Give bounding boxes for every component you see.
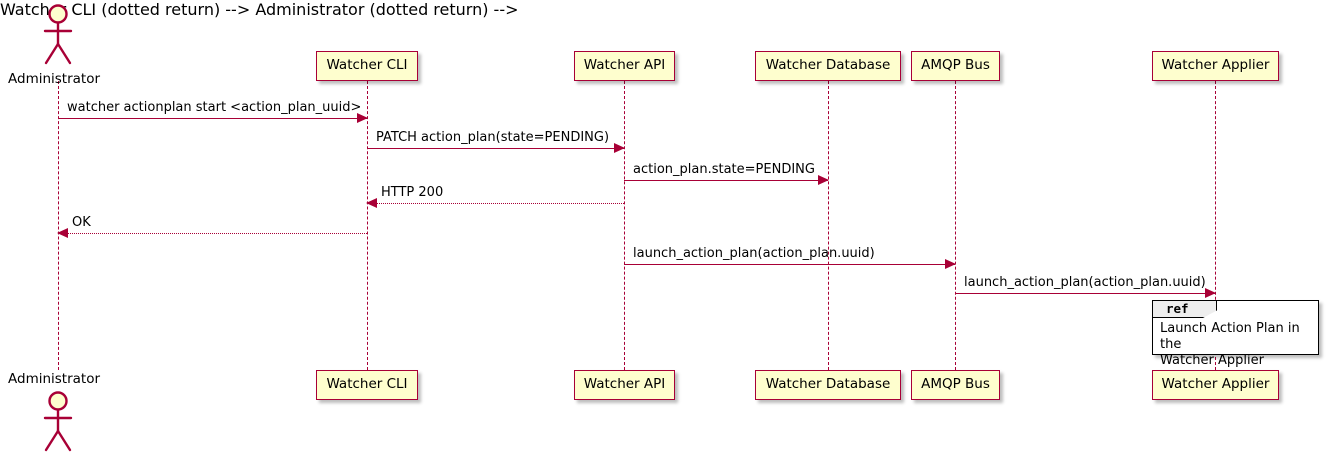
- message-label: action_plan.state=PENDING: [633, 162, 815, 177]
- message-line: [58, 118, 367, 119]
- participant-label: Watcher CLI: [326, 57, 408, 74]
- participant-watcher-database-top[interactable]: Watcher Database: [755, 51, 901, 81]
- participant-label: Watcher API: [583, 376, 666, 393]
- lifeline-watcher-applier: [1215, 81, 1216, 370]
- message-line: [58, 233, 367, 234]
- arrowhead-icon: [1205, 288, 1216, 298]
- actor-administrator-bottom[interactable]: [38, 390, 78, 452]
- message-line: [955, 293, 1215, 294]
- participant-label: Watcher Applier: [1161, 57, 1270, 74]
- lifeline-administrator: [58, 81, 59, 370]
- message-label: PATCH action_plan(state=PENDING): [376, 130, 610, 145]
- participant-label: Watcher Database: [765, 376, 891, 393]
- participant-watcher-api-bottom[interactable]: Watcher API: [574, 370, 675, 400]
- arrowhead-icon: [818, 175, 829, 185]
- participant-label: Watcher API: [583, 57, 666, 74]
- arrowhead-icon: [366, 198, 377, 208]
- actor-label-administrator-top: Administrator: [8, 71, 101, 87]
- participant-label: Watcher CLI: [326, 376, 408, 393]
- arrowhead-icon: [357, 113, 368, 123]
- participant-watcher-applier-bottom[interactable]: Watcher Applier: [1152, 370, 1279, 400]
- ref-fragment-text: Launch Action Plan in the Watcher Applie…: [1160, 321, 1300, 368]
- lifeline-watcher-cli: [367, 81, 368, 370]
- message-label: launch_action_plan(action_plan.uuid): [633, 246, 875, 261]
- actor-administrator-top[interactable]: [38, 3, 78, 65]
- participant-watcher-applier-top[interactable]: Watcher Applier: [1152, 51, 1279, 81]
- participant-amqp-bus-top[interactable]: AMQP Bus: [911, 51, 1000, 81]
- ref-fragment-tab: [1153, 301, 1217, 318]
- lifeline-watcher-api: [624, 81, 625, 370]
- ref-fragment-operator-label: ref: [1166, 301, 1189, 316]
- participant-watcher-cli-top[interactable]: Watcher CLI: [316, 51, 418, 81]
- participant-watcher-api-top[interactable]: Watcher API: [574, 51, 675, 81]
- participant-watcher-database-bottom[interactable]: Watcher Database: [755, 370, 901, 400]
- actor-label-administrator-bottom: Administrator: [8, 371, 101, 387]
- participant-watcher-cli-bottom[interactable]: Watcher CLI: [316, 370, 418, 400]
- message-label: launch_action_plan(action_plan.uuid): [964, 275, 1206, 290]
- participant-label: Watcher Database: [765, 57, 891, 74]
- participant-label: AMQP Bus: [921, 57, 990, 74]
- message-line: [624, 180, 828, 181]
- ref-fragment[interactable]: ref Launch Action Plan in the Watcher Ap…: [1152, 300, 1319, 368]
- message-line: [367, 203, 624, 204]
- message-label: watcher actionplan start <action_plan_uu…: [67, 100, 362, 115]
- message-line: [624, 264, 955, 265]
- lifeline-watcher-database: [828, 81, 829, 370]
- lifeline-amqp-bus: [955, 81, 956, 370]
- participant-label: AMQP Bus: [921, 376, 990, 393]
- message-line: [367, 148, 624, 149]
- message-label: HTTP 200: [381, 185, 444, 200]
- arrowhead-icon: [614, 143, 625, 153]
- arrowhead-icon: [57, 228, 68, 238]
- arrowhead-icon: [945, 259, 956, 269]
- message-label: OK: [72, 215, 91, 230]
- participant-amqp-bus-bottom[interactable]: AMQP Bus: [911, 370, 1000, 400]
- participant-label: Watcher Applier: [1161, 376, 1270, 393]
